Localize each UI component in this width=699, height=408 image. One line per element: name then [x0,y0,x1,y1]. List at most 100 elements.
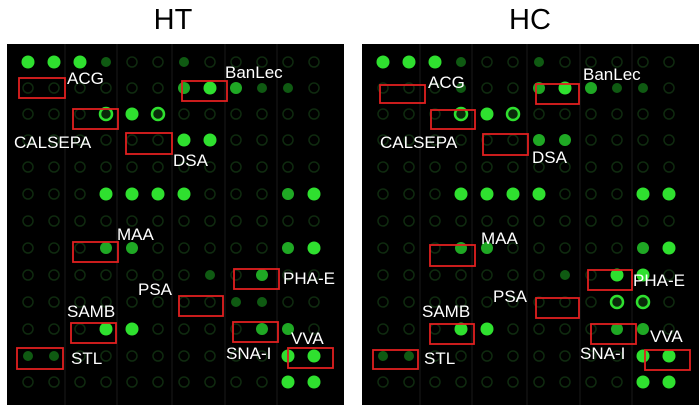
hc-spot [377,323,389,335]
ht-spot [100,242,112,254]
ht-spot [204,323,216,335]
hc-spot [635,294,651,310]
hc-spot [403,376,415,388]
ht-spot [204,242,216,254]
ht-spot [48,269,60,281]
hc-spot [663,269,675,281]
ht-highlight-box [18,77,66,99]
ht-spot [230,215,242,227]
hc-spot [560,270,570,280]
hc-spot [403,134,415,146]
label-dsa: DSA [173,151,208,170]
hc-spot [377,296,389,308]
ht-spot [48,296,60,308]
ht-spot [126,296,138,308]
ht-highlight-box [72,241,119,263]
ht-highlight-box [181,80,228,102]
ht-spot [230,161,242,173]
ht-spot [152,56,164,68]
hc-spot [585,134,597,146]
ht-spot [48,376,60,388]
hc-highlight-box [430,109,476,130]
hc-spot [663,296,675,308]
hc-spot [585,350,597,362]
ht-spot [256,350,268,362]
ht-spot [230,350,242,362]
ht-spot [307,375,321,389]
ht-spot [125,187,139,201]
ht-spot [231,297,241,307]
ht-spot [204,161,216,173]
hc-spot [637,215,649,227]
ht-spot [126,134,138,146]
label-calsepa: CALSEPA [14,133,92,152]
hc-spot [636,268,650,282]
hc-spot [559,242,571,254]
ht-spot [282,188,294,200]
hc-spot [377,161,389,173]
ht-spot [48,215,60,227]
hc-spot [481,269,493,281]
ht-spot [74,188,86,200]
hc-spot [428,55,442,69]
ht-spot [307,241,321,255]
hc-spot [481,296,493,308]
hc-spot [429,108,441,120]
ht-spot [99,322,113,336]
ht-spot [282,215,294,227]
hc-spot [404,351,414,361]
ht-spot [205,270,215,280]
ht-spot [74,215,86,227]
hc-spot [637,161,649,173]
ht-spot [308,215,320,227]
hc-spot [429,296,441,308]
label-acg: ACG [67,69,104,88]
label-sna-i: SNA-I [580,344,626,363]
hc-spot [533,161,545,173]
ht-spot [282,134,294,146]
ht-spot [152,323,164,335]
ht-spot [22,188,34,200]
ht-spot [125,107,139,121]
ht-spot [126,161,138,173]
ht-spot [126,82,138,94]
hc-spot [609,294,625,310]
hc-highlight-box [429,323,475,345]
ht-highlight-box [287,347,334,369]
ht-spot [48,161,60,173]
ht-spot [152,82,164,94]
hc-spot [456,57,466,67]
ht-spot [282,242,294,254]
hc-spot [507,215,519,227]
ht-spot [204,188,216,200]
ht-spot [126,269,138,281]
hc-spot [663,161,675,173]
label-vva: VVA [650,327,683,346]
ht-spot [22,108,34,120]
ht-spot [256,376,268,388]
hc-spot [559,215,571,227]
hc-spot [455,269,467,281]
hc-spot [403,296,415,308]
ht-spot [256,188,268,200]
ht-spot [204,108,216,120]
hc-spot [377,82,389,94]
ht-spot [177,133,191,147]
hc-spot [403,82,415,94]
hc-spot [481,56,493,68]
ht-spot [49,351,59,361]
hc-spot [637,56,649,68]
hc-spot [506,187,520,201]
hc-spot [663,56,675,68]
ht-spot [256,108,268,120]
ht-spot [282,269,294,281]
hc-spot [533,108,545,120]
ht-spot [256,269,268,281]
ht-spot [22,376,34,388]
hc-spot [429,188,441,200]
ht-spot [126,350,138,362]
ht-spot [100,82,112,94]
panel-title-ht: HT [153,4,193,36]
hc-spot [663,82,675,94]
ht-spot [282,323,294,335]
